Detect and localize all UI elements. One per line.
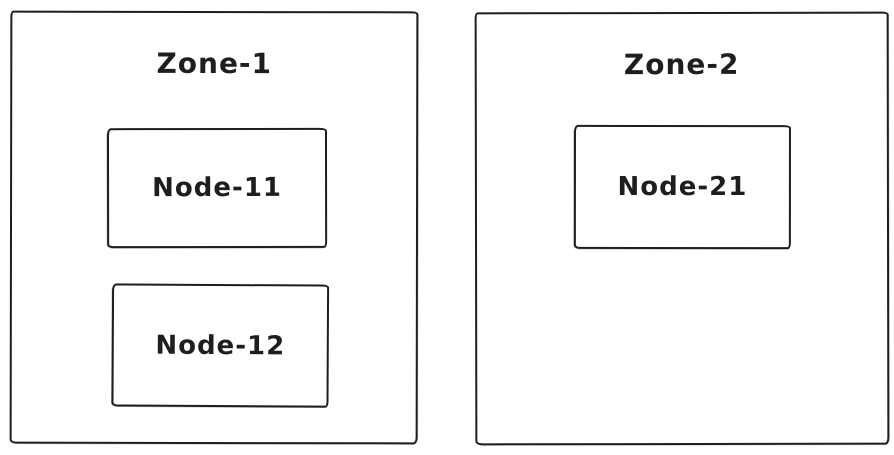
node-12-box: Node-12 (111, 283, 330, 408)
node-21-box: Node-21 (573, 124, 791, 250)
zone-1-label: Zone-1 (156, 46, 273, 81)
node-11-label: Node-11 (152, 172, 283, 204)
zone-2-label: Zone-2 (623, 47, 740, 82)
node-21-label: Node-21 (617, 171, 748, 203)
zone-1-box: Zone-1 Node-11 Node-12 (9, 10, 419, 445)
node-11-box: Node-11 (106, 127, 328, 249)
zone-2-box: Zone-2 Node-21 (474, 11, 890, 446)
node-12-label: Node-12 (155, 330, 286, 361)
